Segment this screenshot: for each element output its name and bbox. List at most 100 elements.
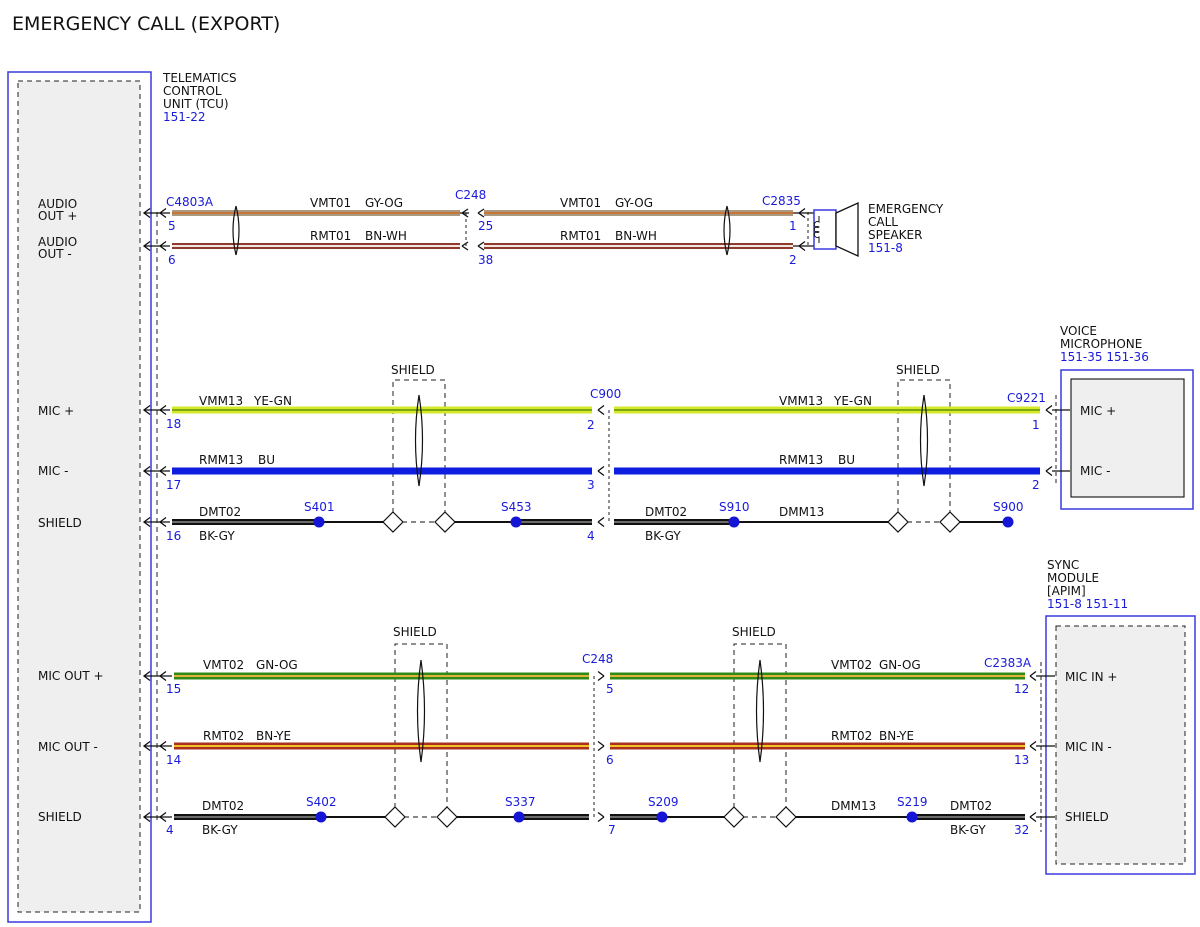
sync-name-line2: MODULE [1047,571,1099,585]
tcu-name-line1: TELEMATICS [162,71,237,85]
arrow-icon [159,516,167,528]
wire-color: BN-YE [879,729,914,743]
microphone-ref: 151-35 151-36 [1060,350,1149,364]
tcu-pin-shield-1: SHIELD [38,516,82,530]
connector-c248-bottom: C248 [582,652,613,666]
circuit-id: VMM13 [779,394,823,408]
pin-number: 25 [478,219,493,233]
pin-number: 2 [789,253,797,267]
pin-number: 6 [168,253,176,267]
circuit-id: RMT01 [310,229,351,243]
circuit-id: RMM13 [199,453,243,467]
twist-symbols [232,205,929,763]
tcu-pin-mic-out-neg: MIC OUT - [38,740,98,754]
tcu-pin-mic-neg: MIC - [38,464,68,478]
arrow-icon [142,670,172,682]
arrow-icon [142,404,170,416]
arrow-icon [159,811,167,823]
tcu-pin-mic-pos: MIC + [38,404,74,418]
connector-c2835: C2835 [762,194,801,208]
splice-label-s209: S209 [648,795,679,809]
sync-module: SYNC MODULE [APIM] 151-8 151-11 MIC IN +… [1040,558,1196,875]
splice-label-s402: S402 [306,795,337,809]
shield-label: SHIELD [393,625,437,639]
tcu-name-line2: CONTROL [163,84,222,98]
microphone-frame [1060,369,1194,510]
pin-number: 13 [1014,753,1029,767]
pin-number: 2 [1032,478,1040,492]
arrow-icon [142,811,172,823]
arrow-icon [798,240,806,252]
pin-number: 14 [166,753,181,767]
connector-c4803a: C4803A [166,195,214,209]
speaker-ref: 151-8 [868,241,903,255]
tcu-ref: 151-22 [163,110,206,124]
arrow-icon [597,670,605,682]
wire-color: BN-WH [615,229,657,243]
pin-number: 2 [587,418,595,432]
shield-label: SHIELD [391,363,435,377]
pin-number: 32 [1014,823,1029,837]
arrow-icon [159,207,167,219]
splice-label-s219: S219 [897,795,928,809]
wire-color: YE-GN [253,394,292,408]
circuit-id: RMM13 [779,453,823,467]
tcu-name-line3: UNIT (TCU) [163,97,229,111]
pin-number: 4 [166,823,174,837]
arrow-icon [159,740,167,752]
splice-label-s337: S337 [505,795,536,809]
circuit-labels: VMT01 GY-OG VMT01 GY-OG RMT01 BN-WH RMT0… [199,196,992,837]
pin-number: 15 [166,682,181,696]
shield-diamond-icon [723,806,745,828]
arrow-icon [142,740,172,752]
arrow-icon [159,404,167,416]
arrow-icon [142,207,170,219]
circuit-id: DMT02 [202,799,244,813]
pin-number: 6 [606,753,614,767]
wire-color: GY-OG [615,196,653,210]
shield-diamond-icon [775,806,797,828]
sync-pin-mic-in-neg: MIC IN - [1065,740,1112,754]
circuit-id: DMT02 [199,505,241,519]
wires [172,210,1040,820]
sync-pin-mic-in-pos: MIC IN + [1065,670,1117,684]
speaker-leads [793,212,816,247]
shield-outline [733,643,787,817]
pin-number: 3 [587,478,595,492]
sync-name-line3: [APIM] [1047,584,1086,598]
twist-icon [414,394,424,487]
arrow-icon [597,404,605,416]
speaker-cone-icon [835,201,859,258]
wire-color: BN-YE [256,729,291,743]
shield-box-mic-right: SHIELD [896,363,951,522]
wire-color: BU [258,453,275,467]
twist-icon [723,205,731,256]
sync-name-line1: SYNC [1047,558,1079,572]
arrow-icon [461,241,469,251]
splice-dot-s209 [656,811,668,823]
sync-frame [1045,615,1196,875]
circuit-id: VMT02 [203,658,244,672]
arrow-icon [1045,404,1070,416]
pin-arrows [142,207,1070,823]
shield-diamond-icon [384,806,406,828]
arrow-icon [798,207,806,219]
shield-outline [394,643,448,817]
shield-box-micout-left: SHIELD [393,625,448,817]
circuit-id: VMT02 [831,658,872,672]
arrow-icon [1045,465,1070,477]
arrow-icon [1029,740,1055,752]
circuit-id: RMT01 [560,229,601,243]
pin-number: 4 [587,529,595,543]
connector-labels: C4803A 5 6 18 17 16 15 14 4 C248 25 38 C… [166,188,1046,837]
speaker-name-line2: CALL [868,215,898,229]
twist-icon [919,394,929,487]
tcu-pin-audio-out-pos-line1: AUDIO [38,197,77,211]
arrow-icon [597,516,605,528]
sync-pin-shield: SHIELD [1065,810,1109,824]
wire-color: YE-GN [833,394,872,408]
shield-diamond-icon [382,511,404,533]
splice-labels: S401 S453 S910 S900 S402 S337 S209 S219 [304,500,1024,809]
pin-number: 5 [606,682,614,696]
